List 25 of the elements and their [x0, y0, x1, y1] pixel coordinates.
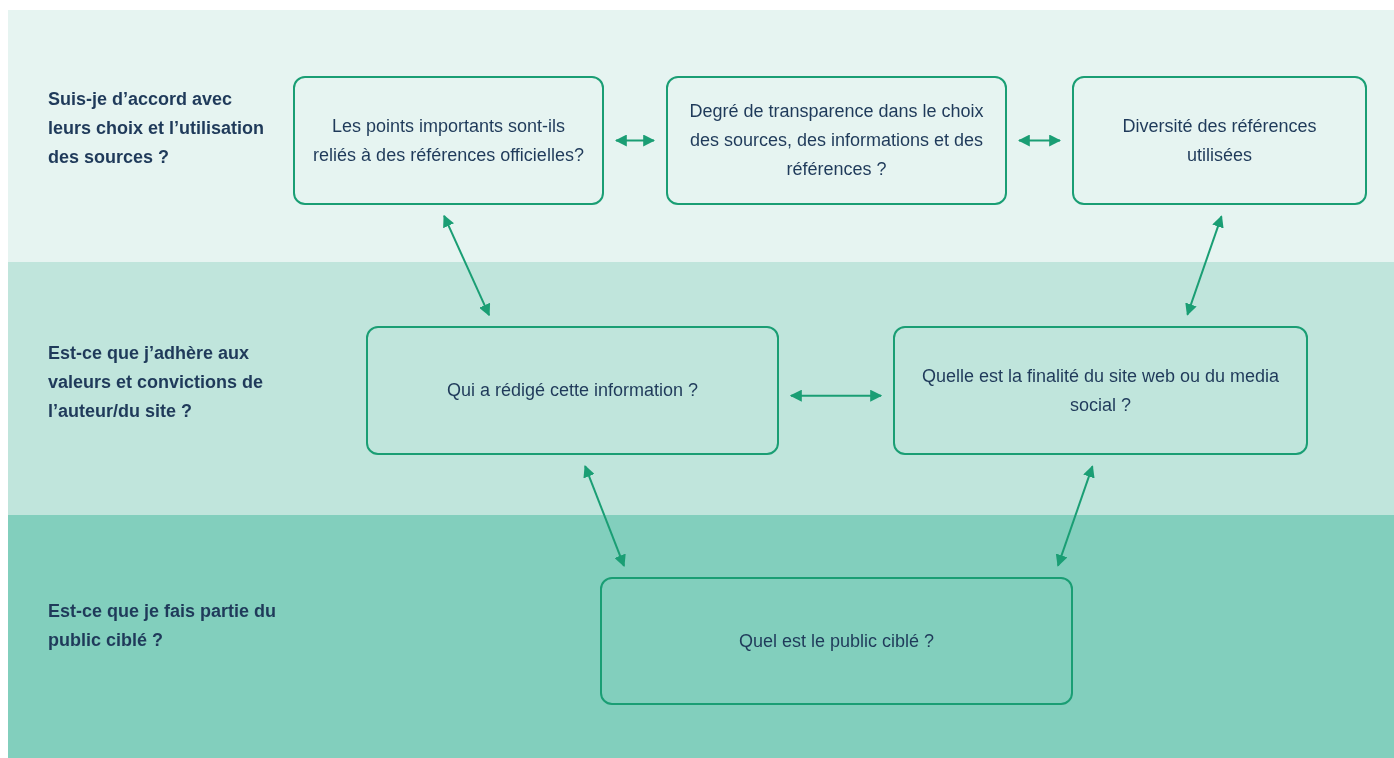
question-text: Diversité des références utilisées	[1121, 114, 1318, 167]
row-heading: Est-ce que j’adhère aux valeurs et convictions de l’auteur/du site ?	[48, 342, 265, 423]
row-band	[8, 515, 1394, 758]
question-text: Qui a rédigé cette information ?	[446, 379, 699, 402]
double-arrow	[1185, 215, 1224, 316]
double-arrow	[1055, 465, 1095, 567]
question-text: Degré de transparence dans le choix des sources, des informations et des références ?	[688, 100, 985, 181]
question-box	[293, 76, 604, 205]
question-box	[893, 326, 1308, 455]
row-band	[8, 10, 1394, 262]
row-heading: Suis-je d’accord avec leurs choix et l’utilisation des sources ?	[48, 88, 266, 169]
question-text: Les points importants sont-ils reliés à des références officielles?	[312, 114, 585, 167]
double-arrow	[614, 134, 656, 147]
row-band	[8, 262, 1394, 515]
question-text: Quel est le public ciblé ?	[738, 629, 935, 653]
double-arrow	[443, 214, 491, 317]
question-box	[600, 577, 1073, 705]
row-heading: Est-ce que je fais partie du public ciblé ?	[48, 600, 278, 652]
double-arrow	[583, 465, 626, 567]
question-box	[1072, 76, 1367, 205]
question-box	[366, 326, 779, 455]
double-arrow	[789, 389, 883, 402]
question-text: Quelle est la finalité du site web ou du media social ?	[920, 364, 1281, 417]
question-box	[666, 76, 1007, 205]
double-arrow	[1017, 134, 1062, 147]
